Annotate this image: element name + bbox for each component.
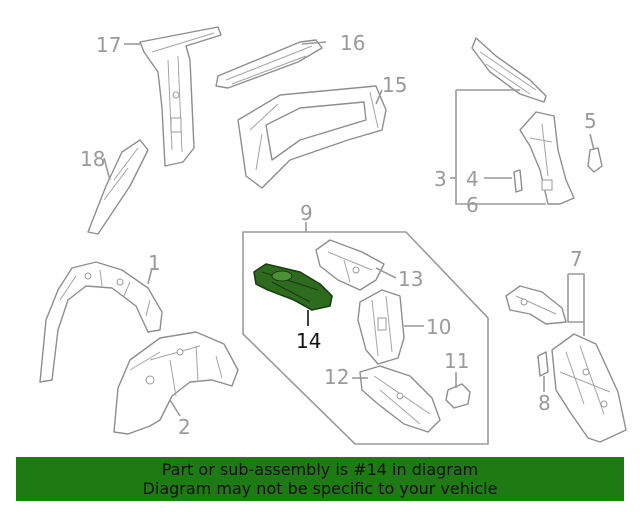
- part-1: [39, 261, 163, 383]
- part-2: [113, 331, 239, 435]
- callout-8: 8: [538, 391, 551, 415]
- part-18: [87, 139, 149, 235]
- subassembly-9-outline: [242, 231, 489, 445]
- callout-18: 18: [80, 147, 105, 171]
- callout-17: 17: [96, 33, 121, 57]
- part-15: [237, 85, 387, 189]
- part-5: [587, 147, 603, 173]
- part-12: [359, 365, 441, 433]
- callout-9: 9: [300, 201, 313, 225]
- callout-11: 11: [444, 349, 469, 373]
- leader-lines: [103, 41, 595, 417]
- part-13: [315, 239, 385, 291]
- part-11: [445, 383, 471, 409]
- callout-14: 14: [296, 329, 321, 353]
- part-8: [537, 351, 549, 377]
- callout-12: 12: [324, 365, 349, 389]
- part-3-upper: [471, 37, 547, 103]
- callout-4: 4: [466, 167, 479, 191]
- callout-3: 3: [434, 167, 447, 191]
- banner-line-1: Part or sub-assembly is #14 in diagram: [161, 460, 479, 479]
- part-10: [357, 289, 405, 365]
- parts-diagram: 17 16 15 18 1 2 3 4 5 6 7 8 9 13 10 11 1…: [39, 26, 627, 445]
- part-16: [215, 39, 323, 89]
- callout-6: 6: [466, 193, 479, 217]
- callout-13: 13: [398, 267, 423, 291]
- callout-16: 16: [340, 31, 365, 55]
- part-4: [513, 169, 523, 193]
- part-7-upper: [505, 285, 567, 325]
- banner-line-2: Diagram may not be specific to your vehi…: [142, 479, 498, 498]
- part-6: [519, 111, 575, 205]
- callout-5: 5: [584, 109, 597, 133]
- part-14-highlighted: [253, 263, 333, 311]
- callout-1: 1: [148, 251, 161, 275]
- info-banner: Part or sub-assembly is #14 in diagram D…: [16, 457, 624, 501]
- part-7-lower: [551, 333, 627, 443]
- callout-7: 7: [570, 247, 583, 271]
- callout-15: 15: [382, 73, 407, 97]
- callout-10: 10: [426, 315, 451, 339]
- callout-2: 2: [178, 415, 191, 439]
- part-17: [139, 26, 222, 167]
